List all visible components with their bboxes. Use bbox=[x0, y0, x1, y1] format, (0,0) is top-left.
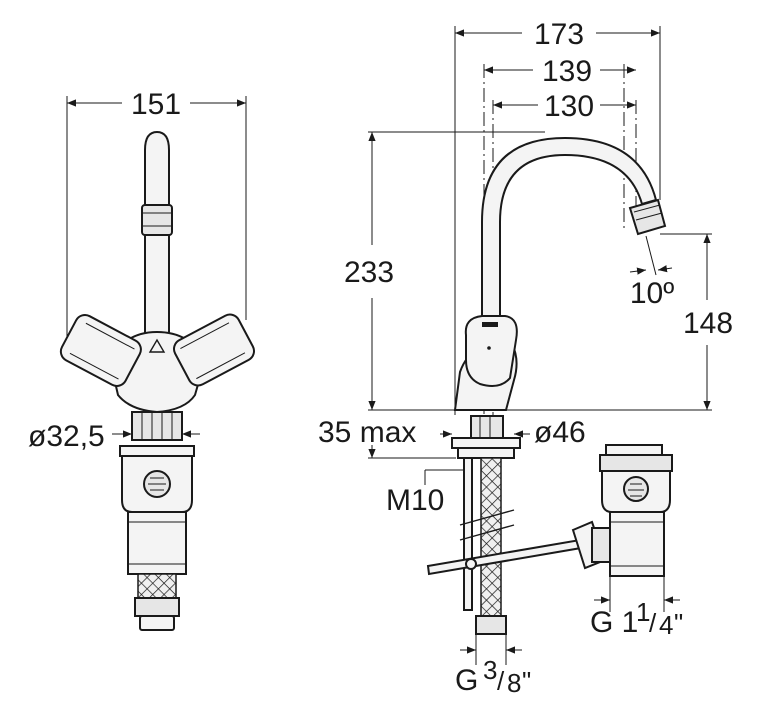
side-lift-rod bbox=[426, 538, 583, 576]
svg-text:3: 3 bbox=[483, 655, 497, 685]
dim-side-reach-139: 139 bbox=[542, 55, 592, 88]
svg-text:/: / bbox=[649, 608, 657, 638]
svg-text:": " bbox=[674, 608, 683, 638]
svg-text:4: 4 bbox=[659, 610, 673, 640]
svg-text:8: 8 bbox=[507, 668, 521, 698]
side-threaded-rod bbox=[463, 457, 473, 611]
dim-front-inlet-dia: ø32,5 bbox=[28, 420, 105, 453]
front-spout-ring bbox=[141, 204, 173, 236]
side-braided-hose bbox=[480, 457, 502, 617]
waste-screw bbox=[623, 476, 649, 502]
svg-text:1: 1 bbox=[636, 597, 650, 627]
side-view: 173 139 130 233 148 10º bbox=[318, 18, 733, 698]
dim-spout-angle: 10º bbox=[630, 277, 674, 310]
front-braided-hose bbox=[137, 573, 177, 599]
dim-side-spout-height: 148 bbox=[683, 307, 733, 340]
dim-rod-thread: M10 bbox=[386, 484, 444, 517]
front-washer bbox=[119, 445, 195, 457]
side-lever bbox=[464, 315, 518, 387]
side-stem bbox=[470, 415, 504, 439]
side-indicator-dot bbox=[487, 346, 491, 350]
front-logo-mark bbox=[148, 338, 166, 353]
svg-text:G 1: G 1 bbox=[590, 606, 638, 639]
waste-assembly: G 1 1 / 4 " bbox=[590, 444, 683, 640]
side-washer bbox=[451, 437, 521, 449]
break-line-1 bbox=[459, 509, 515, 526]
dim-side-total-height: 233 bbox=[344, 256, 394, 289]
svg-text:": " bbox=[522, 666, 531, 696]
dim-deck-thickness: 35 max bbox=[318, 416, 416, 449]
side-nut bbox=[457, 447, 515, 459]
front-hose-end bbox=[139, 615, 175, 631]
svg-text:G: G bbox=[455, 664, 478, 697]
front-left-handle bbox=[59, 314, 142, 387]
front-lower-body bbox=[127, 511, 187, 575]
dim-base-dia: ø46 bbox=[534, 416, 586, 449]
break-line-2 bbox=[459, 524, 515, 541]
front-hose-nut bbox=[134, 597, 180, 617]
dim-side-total-reach: 173 bbox=[534, 18, 584, 51]
side-logo bbox=[482, 322, 498, 327]
waste-body bbox=[609, 511, 665, 577]
waste-top-flange bbox=[605, 444, 663, 456]
dim-hose-thread: G 3 / 8 " bbox=[455, 655, 531, 698]
front-inlet-stem bbox=[131, 411, 183, 441]
side-hose-nut bbox=[475, 615, 507, 635]
side-rod-clamp bbox=[465, 558, 477, 570]
waste-flange-ring bbox=[599, 454, 673, 472]
angle-line-10 bbox=[645, 235, 657, 276]
dim-front-width: 151 bbox=[131, 88, 181, 121]
dim-side-reach-130: 130 bbox=[544, 90, 594, 123]
dim-waste-thread: G 1 1 / 4 " bbox=[590, 597, 683, 640]
svg-text:/: / bbox=[497, 666, 505, 696]
front-right-handle bbox=[173, 313, 255, 387]
front-view: 151 ø32,5 bbox=[28, 88, 255, 631]
